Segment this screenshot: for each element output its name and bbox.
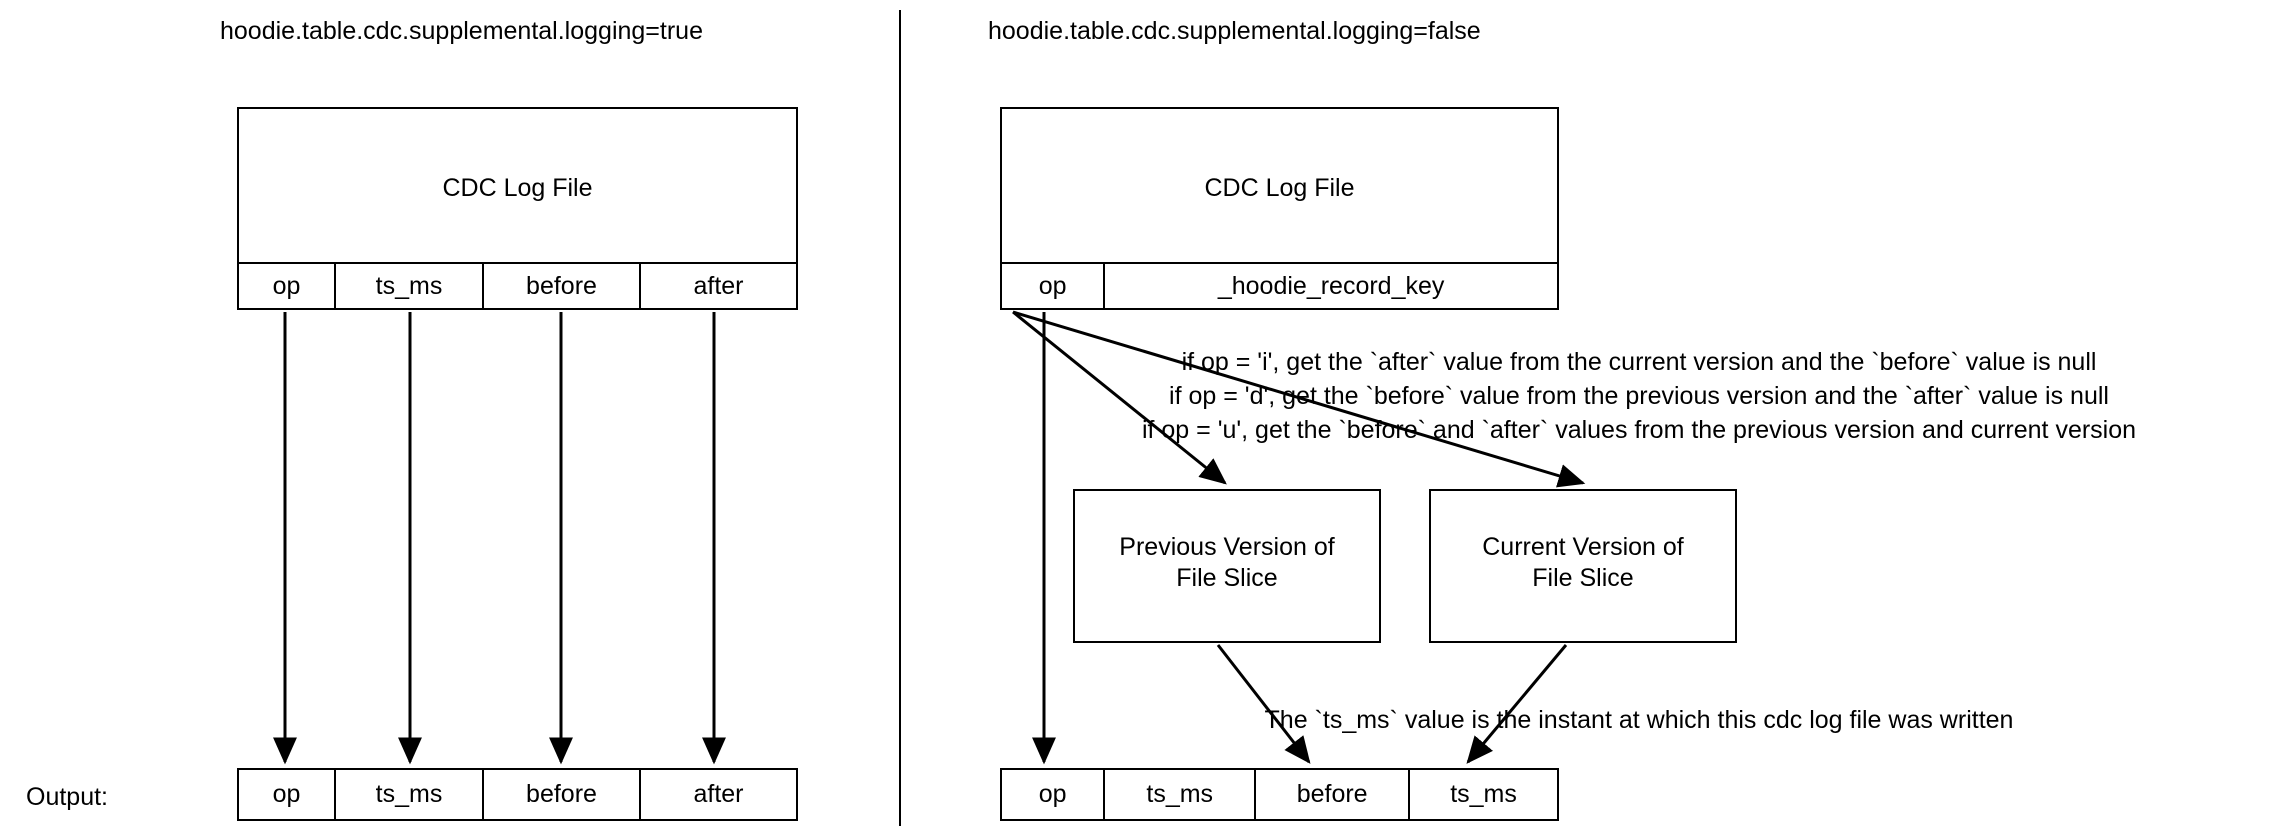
rule-line-1: if op = 'i', get the `after` value from … [1181,348,2097,376]
right-output-schema-row: op ts_ms before ts_ms [1000,768,1559,821]
left-cdc-col-after: after [641,264,796,308]
left-output-col-op: op [239,770,336,819]
right-cdc-log-file-label: CDC Log File [1204,174,1355,202]
previous-version-file-slice-label: Previous Version of File Slice [1119,533,1335,592]
left-cdc-log-schema-row: op ts_ms before after [237,262,798,310]
left-cdc-col-before: before [484,264,641,308]
right-cdc-col-op: op [1002,264,1106,308]
right-output-col-op: op [1002,770,1106,819]
rule-line-3: if op = 'u', get the `before` and `after… [1141,416,2137,444]
right-panel-title: hoodie.table.cdc.supplemental.logging=fa… [988,17,1481,45]
output-label: Output: [26,783,108,811]
rule-line-2: if op = 'd', get the `before` value from… [1169,382,2109,410]
ts-ms-note: The `ts_ms` value is the instant at whic… [1264,706,2014,734]
left-panel-title: hoodie.table.cdc.supplemental.logging=tr… [220,17,703,45]
left-cdc-col-ts-ms: ts_ms [336,264,484,308]
current-version-file-slice-box: Current Version of File Slice [1429,489,1737,643]
left-output-col-after: after [641,770,796,819]
right-cdc-col-hoodie-record-key: _hoodie_record_key [1105,264,1557,308]
left-cdc-log-file-label: CDC Log File [442,174,593,202]
current-version-file-slice-label: Current Version of File Slice [1482,533,1684,592]
right-output-col-before: before [1256,770,1411,819]
left-output-col-before: before [484,770,641,819]
right-cdc-log-schema-row: op _hoodie_record_key [1000,262,1559,310]
left-cdc-log-file-box: CDC Log File [237,107,798,272]
right-output-col-ts-ms: ts_ms [1105,770,1257,819]
previous-version-file-slice-box: Previous Version of File Slice [1073,489,1381,643]
left-output-col-ts-ms: ts_ms [336,770,484,819]
left-output-schema-row: op ts_ms before after [237,768,798,821]
panel-divider [899,10,901,826]
right-output-col-ts-ms-2: ts_ms [1410,770,1557,819]
left-cdc-col-op: op [239,264,336,308]
right-cdc-log-file-box: CDC Log File [1000,107,1559,272]
